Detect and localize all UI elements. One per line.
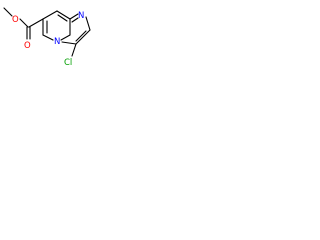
bond-ring-c8a-n1 [69, 13, 79, 20]
structure-canvas: O O N N Cl [0, 0, 102, 93]
bond-ring-c7-c8 [56, 10, 71, 20]
bond-ring-n1-c2 [85, 16, 91, 31]
bond-ring-c8a-n4 [60, 34, 71, 41]
bond-ring-c8a-n1-inner [71, 17, 79, 23]
bond-ring-c3-n4 [61, 41, 77, 45]
bond-ring-c7-c8-inner [57, 14, 68, 22]
bond-ring-c2-c3 [75, 29, 91, 45]
bond-ring-c6-c7 [42, 10, 58, 20]
molecule-drawing: O O N N Cl [3, 7, 91, 68]
bond-o-carbonyl [19, 18, 29, 28]
ester-oxygen-label: O [12, 15, 19, 25]
bond-carbonyl-ring [28, 18, 44, 28]
bond-ring-c2-c3-inner [75, 30, 87, 42]
ring-nitrogen-top-label: N [78, 11, 84, 21]
bond-ring-n4-c5 [42, 34, 54, 41]
carbonyl-oxygen-label: O [24, 41, 31, 51]
bond-methyl-o [3, 7, 13, 17]
chlorine-label: Cl [64, 58, 72, 68]
bond-c3-cl [71, 43, 77, 57]
ring-nitrogen-bridge-label: N [54, 37, 60, 47]
